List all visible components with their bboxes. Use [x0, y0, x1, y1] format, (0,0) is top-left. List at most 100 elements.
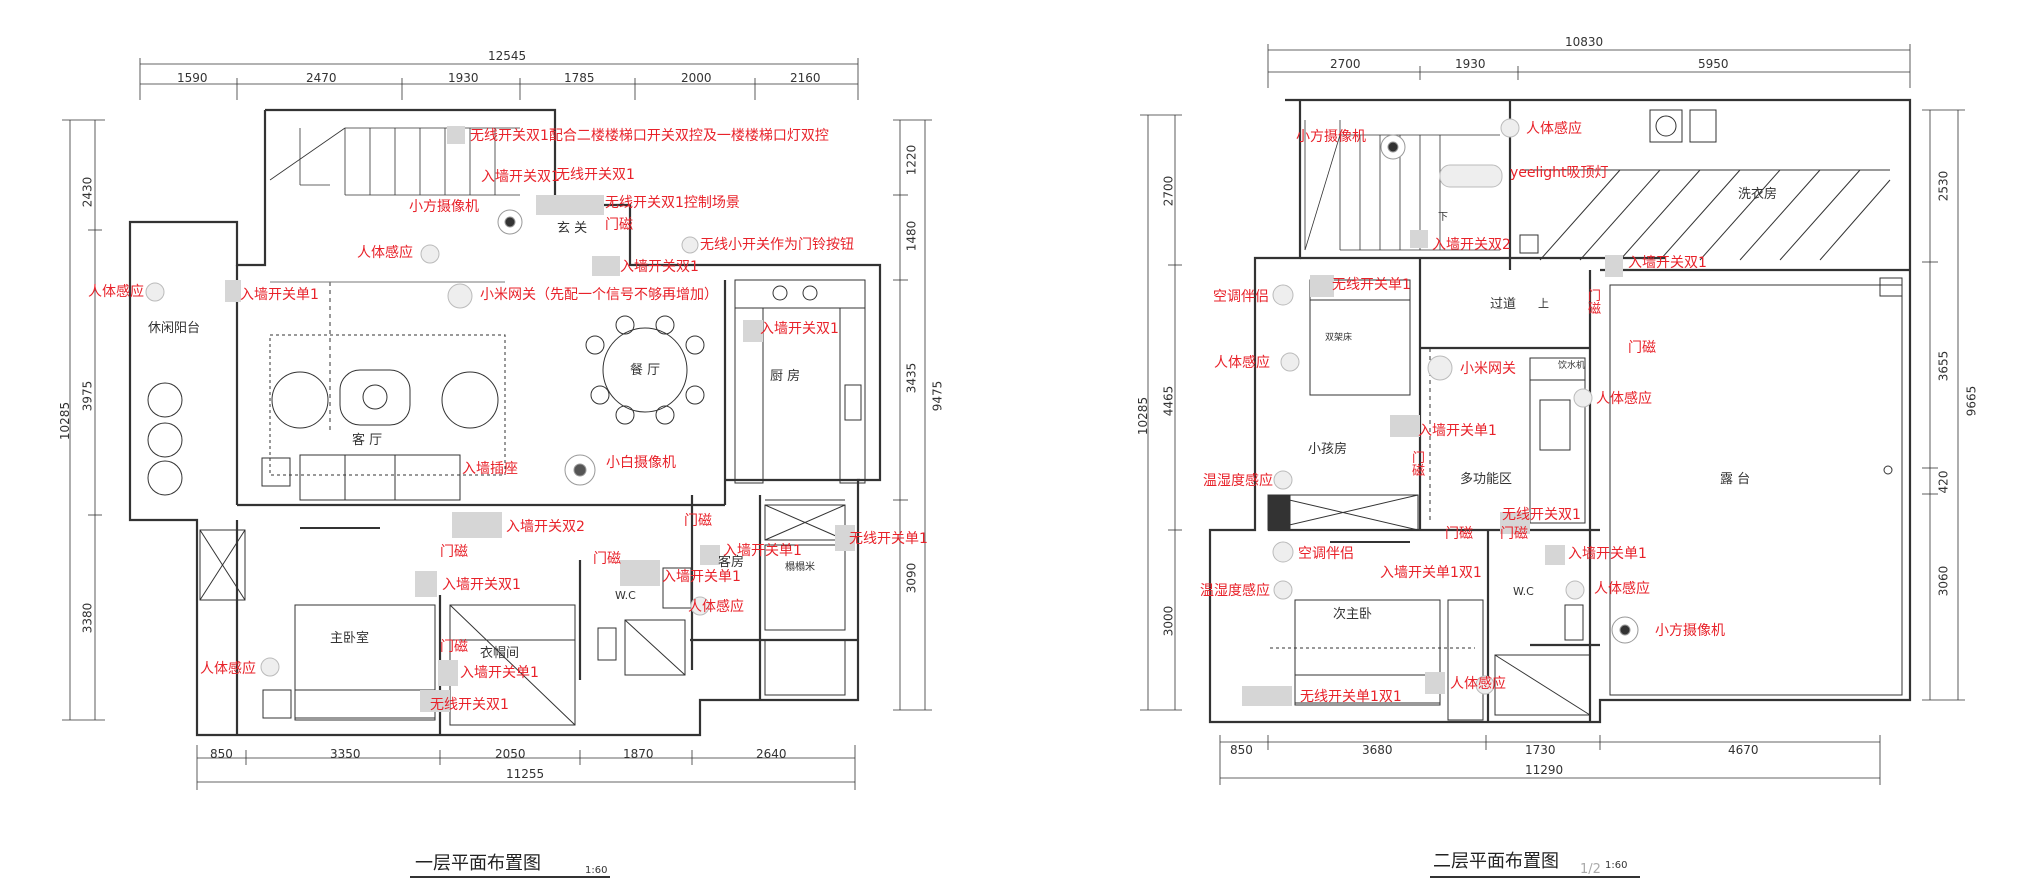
- f2-label: 入墙开关单1: [1568, 546, 1647, 562]
- f2-dim-left: 3000: [1161, 605, 1176, 637]
- f1-room-master-bedroom: 主卧室: [330, 631, 370, 646]
- motion-sensor-icon: [1500, 118, 1520, 138]
- f1-label: 无线开关双1控制场景: [605, 195, 740, 211]
- f2-label: 门磁: [1500, 526, 1528, 542]
- switch-icon: [1242, 686, 1292, 706]
- gateway-icon: [447, 283, 473, 309]
- f1-dim-right: 1220: [904, 144, 919, 176]
- f1-label: 门磁: [593, 551, 621, 567]
- f1-label: 入墙开关单1: [723, 543, 802, 559]
- f2-dim-right: 420: [1936, 470, 1951, 494]
- floor1-balcony-furniture: [147, 382, 183, 496]
- f1-label: 门磁: [684, 513, 712, 529]
- switch-icon: [225, 280, 241, 302]
- switch-icon: [743, 320, 763, 342]
- floor2-walls: [1208, 98, 1912, 724]
- f1-dim-right: 3090: [904, 562, 919, 594]
- switch-icon: [1605, 255, 1623, 277]
- switch-icon: [536, 195, 582, 215]
- motion-sensor-icon: [420, 244, 440, 264]
- f1-room-guest: 客房: [718, 555, 745, 570]
- motion-sensor-icon: [1280, 352, 1300, 372]
- f1-label: 无线开关双1: [430, 697, 509, 713]
- switch-icon: [1310, 275, 1334, 297]
- f2-label: 门磁: [1412, 451, 1426, 479]
- switch-icon: [420, 690, 450, 712]
- f2-label: 无线开关双1: [1502, 507, 1581, 523]
- f2-room-water-dispenser: 饮水机: [1558, 361, 1586, 371]
- f2-room-wc: W.C: [1513, 585, 1534, 598]
- f2-label: 小方摄像机: [1296, 129, 1366, 145]
- f2-dim-bottom: 3680: [1362, 743, 1393, 757]
- f1-room-living: 客 厅: [352, 433, 383, 448]
- floor2-plan: [1140, 44, 1965, 878]
- f2-room-kids: 小孩房: [1308, 442, 1348, 457]
- f1-dim-right: 3435: [904, 362, 919, 394]
- f2-label: 入墙开关双1: [1628, 255, 1707, 271]
- floor1-guestroom-fixtures: [764, 499, 846, 696]
- floor2-terrace: [1609, 277, 1903, 696]
- f1-dim-bottom: 2050: [495, 747, 526, 761]
- motion-sensor-icon: [690, 596, 710, 616]
- f2-label: 小米网关: [1460, 361, 1516, 377]
- f2-label: 空调伴侣: [1298, 546, 1354, 562]
- f2-label: 人体感应: [1526, 121, 1582, 137]
- f2-dim-bottom-total: 11290: [1525, 763, 1564, 777]
- f2-label: 人体感应: [1596, 391, 1652, 407]
- f1-label: 人体感应: [200, 661, 256, 677]
- switch-icon: [447, 126, 465, 144]
- camera-icons: [497, 134, 1639, 644]
- f1-label: 小米网关（先配一个信号不够再增加）: [480, 287, 718, 303]
- f2-label: 无线开关单1双1: [1300, 689, 1402, 705]
- f2-dim-right: 3060: [1936, 565, 1951, 597]
- switch-icon: [1425, 672, 1445, 694]
- motion-sensor-icon: [145, 282, 165, 302]
- f1-dim-bottom: 2640: [756, 747, 787, 761]
- f1-room-cloakroom: 衣帽间: [480, 646, 520, 661]
- f1-dim-right-total: 9475: [930, 380, 945, 412]
- f1-dim-left: 2430: [80, 176, 95, 208]
- f2-dim-top: 1930: [1455, 57, 1486, 71]
- floor1-walls: [128, 108, 882, 737]
- floor2-multi-area: [1429, 348, 1586, 524]
- f1-dim-left-total: 10285: [58, 401, 73, 441]
- f1-room-leisure-balcony: 休闲阳台: [148, 321, 201, 336]
- f1-label: 入墙开关单1: [240, 287, 319, 303]
- f1-dim-top: 1590: [177, 71, 208, 85]
- f1-label: 无线开关双1: [556, 167, 635, 183]
- f1-dim-top: 1930: [448, 71, 479, 85]
- humidity-sensor-icon: [1273, 580, 1293, 600]
- floor1-living-furniture: [261, 281, 506, 501]
- switch-icon: [438, 660, 458, 686]
- floor2-wc: [1494, 604, 1591, 716]
- f2-page-number: 1/2: [1580, 862, 1601, 877]
- switch-icon: [1500, 512, 1530, 534]
- camera-lens-icon: [504, 216, 516, 228]
- switch-icon: [580, 195, 604, 215]
- camera-lens-icon: [573, 463, 587, 477]
- f2-dim-bottom: 1730: [1525, 743, 1556, 757]
- sensor-icons: [145, 118, 1593, 695]
- motion-sensor-icon: [1573, 388, 1593, 408]
- f1-dim-top: 2000: [681, 71, 712, 85]
- f1-label: 门磁: [440, 544, 468, 560]
- ac-companion-icon: [1272, 284, 1294, 306]
- f2-dim-right-total: 9665: [1964, 385, 1979, 417]
- f1-room-foyer: 玄 关: [557, 221, 588, 236]
- f2-label: 人体感应: [1214, 355, 1270, 371]
- f2-room-bunk-bed: 双架床: [1325, 333, 1353, 343]
- f2-label: 入墙开关单1双1: [1380, 565, 1482, 581]
- f2-label: 人体感应: [1594, 581, 1650, 597]
- f2-dim-top-total: 10830: [1565, 35, 1604, 49]
- switch-icon: [1410, 230, 1428, 248]
- f2-dim-bottom: 850: [1230, 743, 1253, 757]
- floor2-laundry: [1519, 109, 1891, 261]
- f1-label: 无线开关双1配合二楼楼梯口开关双控及一楼楼梯口灯双控: [470, 128, 829, 144]
- f2-title: 二层平面布置图: [1433, 851, 1559, 872]
- f1-label: 人体感应: [357, 245, 413, 261]
- f1-dim-top: 2160: [790, 71, 821, 85]
- f1-room-dining: 餐 厅: [630, 363, 661, 378]
- f2-label: 小方摄像机: [1655, 623, 1725, 639]
- motion-sensor-icon: [260, 657, 280, 677]
